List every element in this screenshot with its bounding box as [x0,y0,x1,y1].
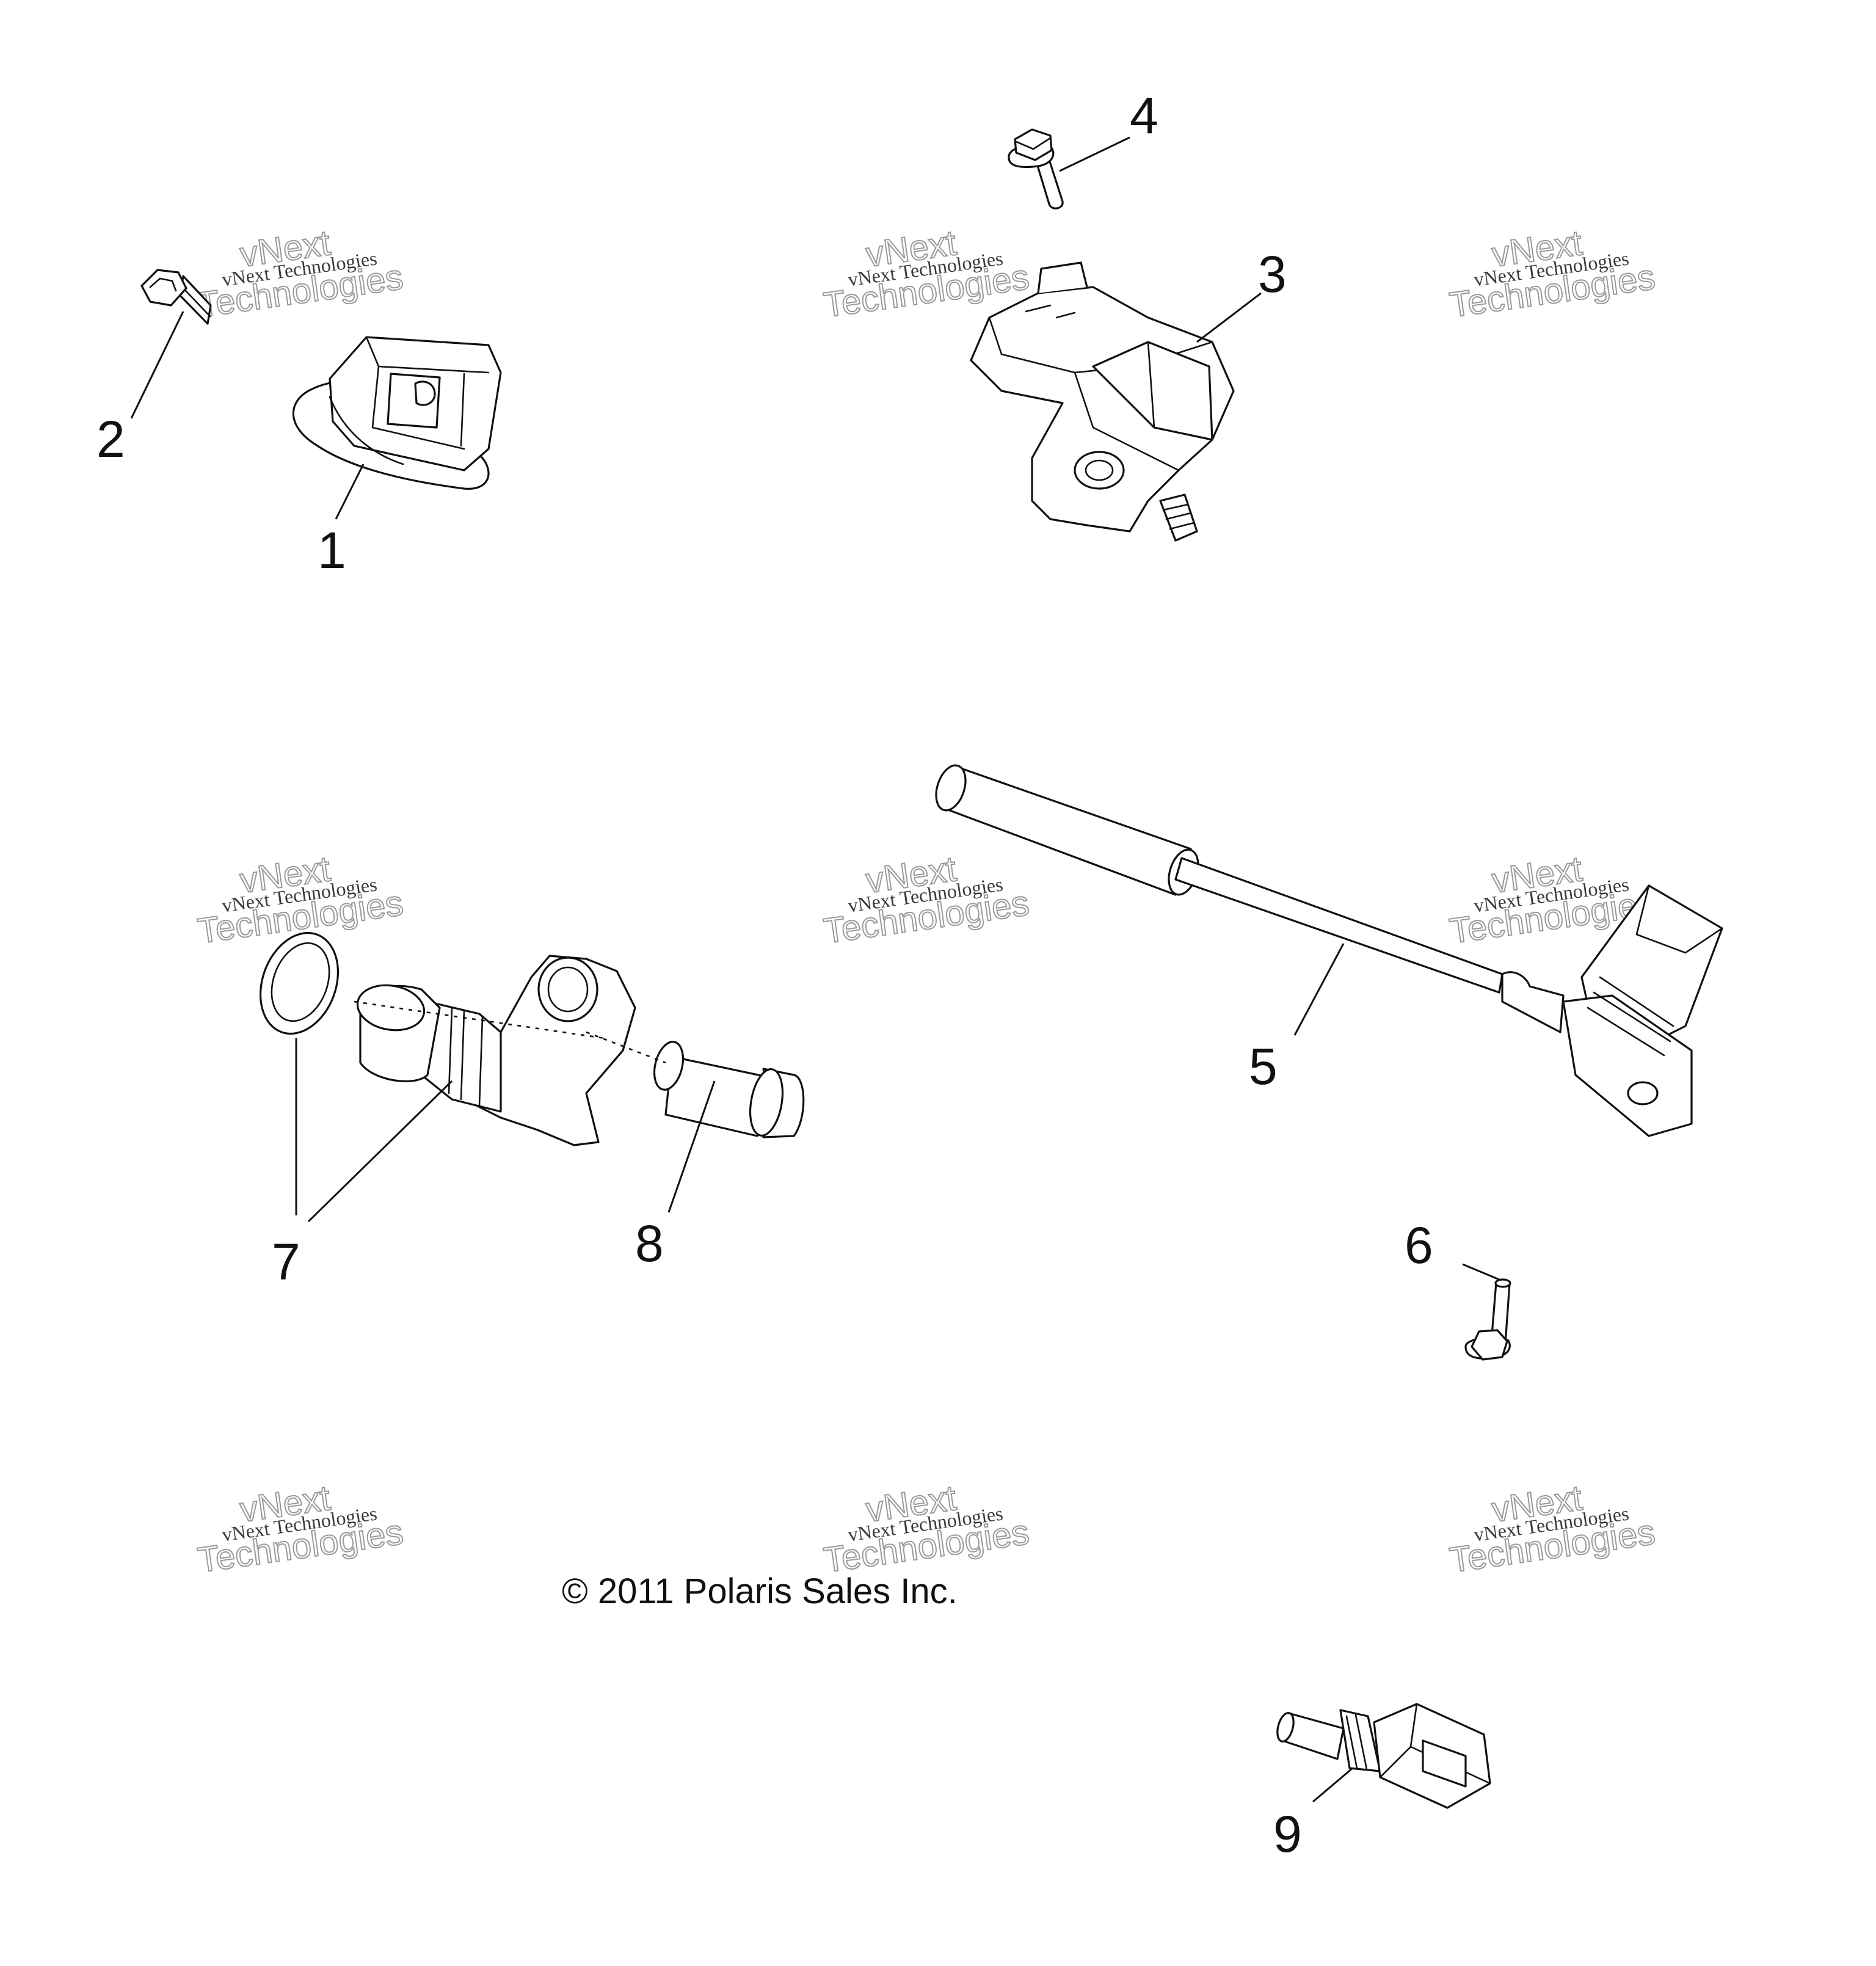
part-6-bolt [1464,1278,1511,1361]
callout-3: 3 [1258,246,1287,303]
part-5-speed-sensor [935,764,1723,1137]
callout-2: 2 [96,410,125,468]
callout-7: 7 [272,1233,300,1291]
leader-3 [1196,292,1262,343]
callout-6: 6 [1405,1217,1433,1274]
callout-8: 8 [635,1215,664,1272]
part-2-bolt [140,269,212,325]
leader-lines [130,136,1500,1803]
part-8-sleeve [653,1041,805,1138]
copyright-notice: © 2011 Polaris Sales Inc. [562,1571,958,1611]
part-4-bolt [1008,128,1064,209]
callout-9: 9 [1273,1805,1302,1863]
leader-5 [1293,943,1345,1036]
callout-1: 1 [318,522,346,579]
leader-8 [667,1080,716,1213]
part-9-temp-sensor [1276,1703,1491,1809]
leader-6 [1462,1263,1500,1281]
leader-9 [1312,1767,1353,1803]
part-3-map-sensor [970,261,1235,542]
callout-5: 5 [1249,1038,1278,1095]
callout-numbers: 1 2 3 4 5 6 7 8 9 [96,87,1433,1863]
callout-4: 4 [1130,87,1158,144]
leader-2 [130,311,184,419]
leader-1 [335,464,365,520]
part-7-o-ring [259,931,340,1035]
leader-7b [307,1080,453,1223]
part-1-sensor [292,336,502,490]
part-7-sensor [356,955,636,1146]
leader-4 [1059,136,1130,172]
